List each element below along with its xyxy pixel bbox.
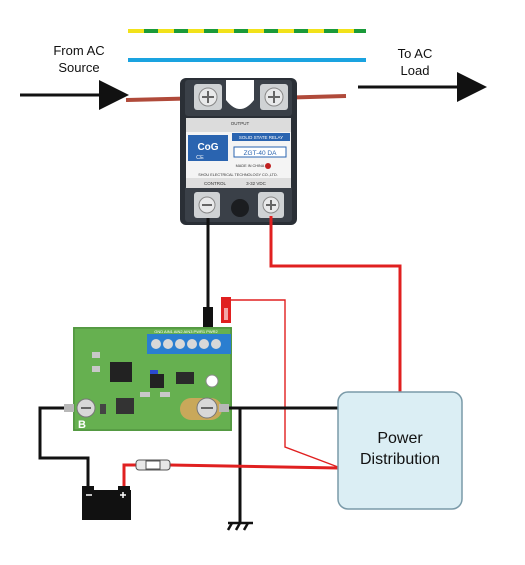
battery bbox=[82, 486, 131, 520]
board-signal-wire bbox=[226, 299, 339, 468]
controller-board: GND AIN1 AIN2 AIN3 PWR1 PWR2 B bbox=[64, 327, 232, 431]
relay-ce-mark: CE bbox=[196, 155, 204, 161]
control-terminal-right-screw bbox=[258, 192, 284, 218]
from-ac-line2: Source bbox=[58, 60, 100, 75]
relay-title: SOLID STATE RELAY bbox=[239, 135, 283, 140]
power-dist-line2: Distribution bbox=[359, 451, 441, 468]
board-power-screw bbox=[196, 397, 229, 419]
solid-state-relay: OUTPUT SOLID STATE RELAY CoG CE ZGT-40 D… bbox=[180, 78, 297, 225]
board-letter: B bbox=[78, 419, 86, 431]
control-positive-wire bbox=[269, 216, 402, 392]
relay-brand: CoG bbox=[197, 142, 218, 153]
relay-output-label: OUTPUT bbox=[231, 121, 250, 126]
relay-control-voltage: 3-32 VDC bbox=[246, 181, 267, 186]
power-distribution-box bbox=[337, 391, 463, 510]
output-terminal-right-screw bbox=[260, 84, 288, 110]
relay-model: ZGT-40 DA bbox=[244, 150, 278, 157]
black-connector-pin bbox=[203, 307, 213, 327]
battery-negative-wire bbox=[38, 406, 90, 490]
to-ac-line2: Load bbox=[400, 63, 430, 78]
from-ac-source-label: From AC Source bbox=[38, 42, 120, 76]
fuse bbox=[135, 459, 171, 471]
output-terminal-left-screw bbox=[194, 84, 222, 110]
to-ac-load-label: To AC Load bbox=[374, 45, 456, 79]
battery-positive-wire bbox=[122, 463, 136, 490]
to-ac-line1: To AC bbox=[397, 46, 433, 61]
relay-control-label: CONTROL bbox=[204, 181, 226, 186]
board-ground-screw bbox=[64, 398, 96, 418]
terminal-header: GND AIN1 AIN2 AIN3 PWR1 PWR2 bbox=[154, 329, 218, 334]
from-ac-line1: From AC bbox=[53, 43, 105, 58]
relay-made-in: MADE IN CHINA bbox=[236, 164, 265, 168]
ground-symbol bbox=[226, 521, 253, 531]
power-distribution-label: Power Distribution bbox=[338, 428, 462, 470]
relay-company: SHOU ELECTRICAL TECHNOLOGY CO.,LTD. bbox=[198, 173, 278, 177]
control-terminal-left-screw bbox=[194, 192, 220, 218]
power-dist-line1: Power bbox=[377, 430, 423, 447]
